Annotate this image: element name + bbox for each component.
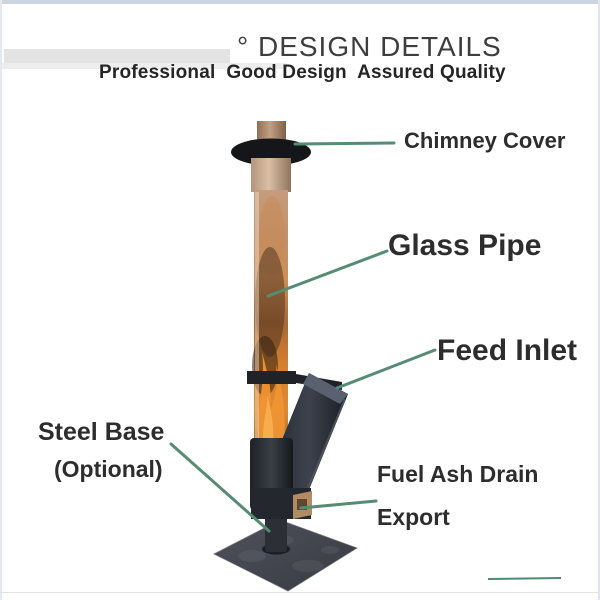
leader-feed-inlet (335, 348, 437, 390)
leader-ash-export (299, 499, 378, 510)
top-border-bar (0, 0, 600, 4)
page-subtitle: Professional Good Design Assured Quality (99, 62, 506, 83)
bottom-border (0, 592, 600, 593)
label-fuel-ash-export: Export (377, 504, 450, 530)
leader-lines (169, 141, 437, 533)
leader-steel-base (169, 442, 271, 533)
leader-chimney-cover (293, 141, 396, 146)
label-chimney-cover: Chimney Cover (404, 128, 566, 153)
ash-drain-part (251, 488, 312, 519)
label-steel-base-note: (Optional) (54, 456, 163, 482)
bottom-accent-line (487, 577, 562, 580)
label-fuel-ash-drain: Fuel Ash Drain (377, 461, 539, 487)
header-gray-bar (4, 49, 230, 63)
label-feed-inlet: Feed Inlet (437, 334, 578, 367)
steel-base-part (212, 519, 359, 592)
label-steel-base: Steel Base (38, 418, 165, 446)
label-glass-pipe: Glass Pipe (388, 229, 542, 262)
left-border (0, 0, 2, 600)
glass-pipe-part (252, 190, 288, 446)
leader-glass-pipe (266, 249, 389, 298)
right-border (598, 0, 600, 600)
pipe-collar (251, 158, 291, 192)
base-leg (265, 512, 287, 552)
page-title: ° DESIGN DETAILS (237, 31, 502, 62)
header-gray-bar-2 (0, 63, 287, 69)
